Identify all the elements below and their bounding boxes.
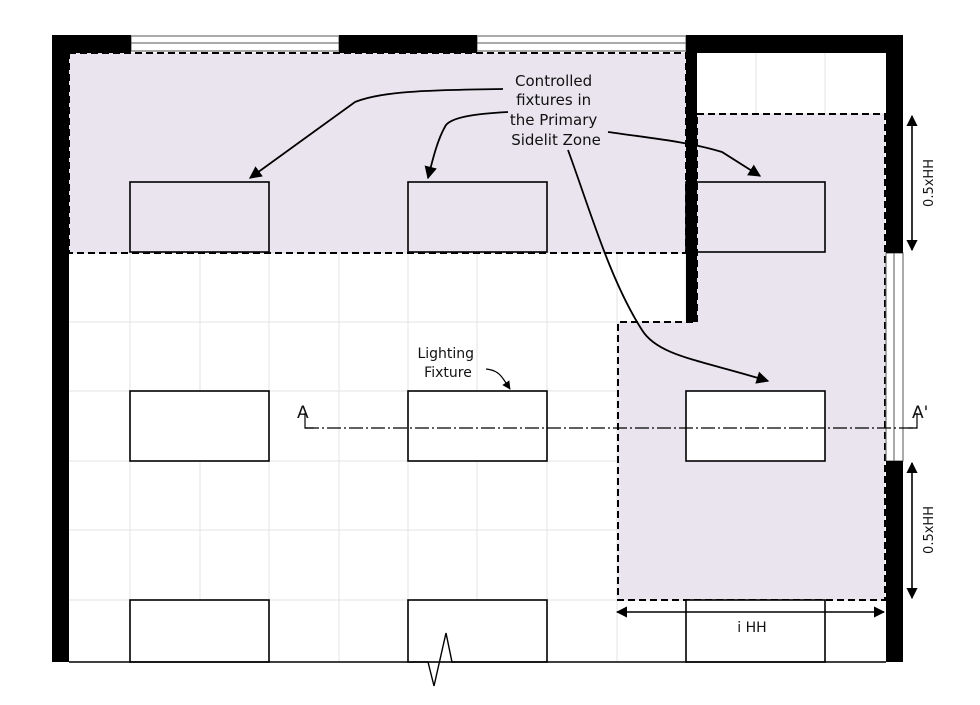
section-mark-a-prime: A' — [912, 403, 928, 423]
leader-arrow-2 — [424, 111, 509, 180]
fixture-r1-c2 — [407, 181, 548, 253]
controlled-label-line1: Controlled — [515, 72, 592, 90]
dimension-upper: 0.5xHH — [906, 114, 937, 252]
wall-right-b — [886, 461, 903, 662]
dimension-lower: 0.5xHH — [906, 461, 937, 600]
wall-inner-corner — [686, 35, 697, 322]
section-line: A A' — [297, 403, 928, 429]
controlled-label-line4: Sidelit Zone — [511, 131, 601, 149]
section-mark-a: A — [297, 403, 309, 423]
window-top-left — [130, 35, 340, 52]
controlled-fixtures-callout: Controlled fixtures in the Primary Sidel… — [248, 72, 770, 384]
wall-top-a — [52, 35, 131, 53]
dimension-upper-label: 0.5xHH — [922, 159, 937, 207]
break-line — [69, 632, 886, 687]
fixture-r2-c1 — [129, 390, 270, 462]
lighting-fixture-label: Lighting Fixture — [417, 346, 478, 381]
leader-arrow-3 — [607, 131, 762, 177]
dimension-horizontal-label: i HH — [737, 620, 766, 636]
dimension-lower-label: 0.5xHH — [922, 506, 937, 554]
fixture-r3-c2 — [407, 599, 548, 663]
window-right — [885, 252, 904, 462]
fixture-r1-c1 — [129, 181, 270, 253]
controlled-label-line2: fixtures in — [516, 91, 591, 109]
leader-arrow-1 — [248, 88, 504, 179]
windows — [130, 35, 904, 462]
fixture-r3-c1 — [129, 599, 270, 663]
light-fixtures — [129, 181, 826, 663]
wall-top-b — [339, 35, 477, 53]
lighting-label-line2: Fixture — [424, 365, 472, 381]
fixture-r2-c2 — [407, 390, 548, 462]
wall-left — [52, 35, 69, 662]
dimension-horizontal: i HH — [615, 606, 886, 636]
leader-arrow-4 — [567, 149, 770, 384]
lighting-label-line1: Lighting — [417, 346, 474, 362]
fixture-r1-c3 — [685, 181, 826, 253]
walls — [52, 35, 903, 662]
wall-top-c — [686, 35, 903, 53]
lighting-leader — [485, 368, 511, 390]
controlled-label-line3: the Primary — [510, 111, 597, 129]
wall-right-a — [886, 35, 903, 253]
controlled-fixtures-label: Controlled fixtures in the Primary Sidel… — [510, 72, 602, 149]
lighting-fixture-callout: Lighting Fixture — [417, 346, 511, 390]
window-top-middle — [476, 35, 687, 52]
fixture-r2-c3 — [685, 390, 826, 462]
